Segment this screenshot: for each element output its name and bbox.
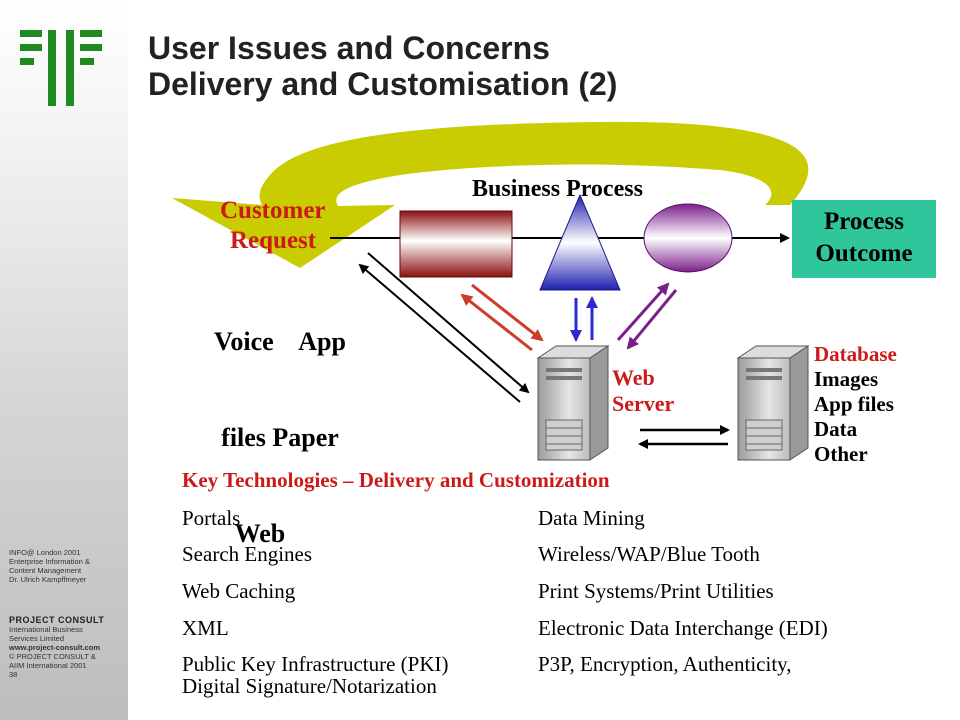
purple-arrow-down	[626, 289, 678, 350]
process-step-shape	[539, 193, 621, 291]
title-line-2: Delivery and Customisation (2)	[148, 66, 618, 102]
web-server-line-2: Server	[612, 391, 675, 416]
tech-left-6: Digital Signature/Notarization	[182, 674, 437, 698]
company-logo-icon	[20, 30, 102, 106]
author-line: Dr. Ulrich Kampffmeyer	[9, 575, 87, 584]
database-item-data: Data	[814, 417, 858, 441]
company-name: PROJECT CONSULT	[9, 615, 105, 625]
feedback-arc-arrow	[172, 121, 809, 268]
tech-left-3: Web Caching	[182, 579, 296, 603]
database-item-other: Other	[814, 442, 868, 466]
slide-title: User Issues and Concerns Delivery and Cu…	[148, 30, 617, 102]
topic-line-1: Enterprise Information &	[9, 557, 90, 566]
process-outcome-line-1: Process	[823, 208, 905, 235]
title-line-1: User Issues and Concerns	[148, 30, 550, 66]
web-server-icon	[536, 345, 610, 461]
copyright-line-2: AIIM International 2001	[9, 661, 87, 670]
tech-right-1: Data Mining	[538, 506, 645, 530]
request-step-shape	[399, 210, 513, 278]
website-link[interactable]: www.project-consult.com	[9, 643, 100, 652]
database-server-icon	[736, 345, 810, 461]
sidebar: INFO@ London 2001 Enterprise Information…	[0, 0, 128, 720]
customer-request-line-1: Customer	[220, 197, 326, 224]
company-line-2: Services Limited	[9, 634, 65, 643]
red-arrow-down	[471, 283, 544, 342]
key-technologies-heading: Key Technologies – Delivery and Customiz…	[182, 468, 610, 492]
tech-left-4: XML	[182, 616, 229, 640]
tech-right-4: Electronic Data Interchange (EDI)	[538, 616, 828, 640]
web-server-label: Web Server	[612, 365, 674, 417]
tech-right-3: Print Systems/Print Utilities	[538, 579, 774, 603]
tech-left-5: Public Key Infrastructure (PKI)	[182, 652, 449, 676]
tech-right-2: Wireless/WAP/Blue Tooth	[538, 542, 760, 566]
response-arrow	[358, 263, 521, 403]
page-number: 38	[9, 670, 18, 679]
customer-request-label: Customer Request	[220, 196, 326, 256]
topic-line-2: Content Management	[9, 566, 82, 575]
conference-info: INFO@ London 2001 Enterprise Information…	[9, 548, 127, 584]
web-server-line-1: Web	[612, 365, 655, 390]
channels-line-2: files Paper	[221, 423, 339, 452]
company-info: PROJECT CONSULT International Business S…	[9, 615, 127, 680]
copyright-line-1: © PROJECT CONSULT &	[9, 652, 96, 661]
process-outcome-label: Process Outcome	[792, 206, 936, 270]
tech-right-5: P3P, Encryption, Authenticity,	[538, 652, 792, 676]
company-line-1: International Business	[9, 625, 83, 634]
database-label: Database Images App files Data Other	[814, 342, 897, 467]
tech-left-2: Search Engines	[182, 542, 313, 566]
channels-label: Voice App files Paper Web	[200, 262, 360, 582]
purple-arrow-up	[616, 282, 670, 341]
process-outcome-line-2: Outcome	[815, 240, 913, 267]
channels-line-3: Web	[234, 519, 286, 548]
database-item-app-files: App files	[814, 392, 894, 416]
customer-request-line-2: Request	[230, 227, 317, 254]
process-outcome-box	[792, 200, 936, 278]
channels-line-1: Voice App	[214, 327, 346, 356]
tech-left-1: Portals	[182, 506, 241, 530]
request-arrow	[367, 252, 530, 394]
database-title: Database	[814, 342, 897, 366]
conference-line: INFO@ London 2001	[9, 548, 81, 557]
outcome-step-shape	[643, 203, 733, 273]
database-item-images: Images	[814, 367, 879, 391]
red-arrow-up	[460, 293, 533, 352]
business-process-label: Business Process	[472, 176, 643, 202]
